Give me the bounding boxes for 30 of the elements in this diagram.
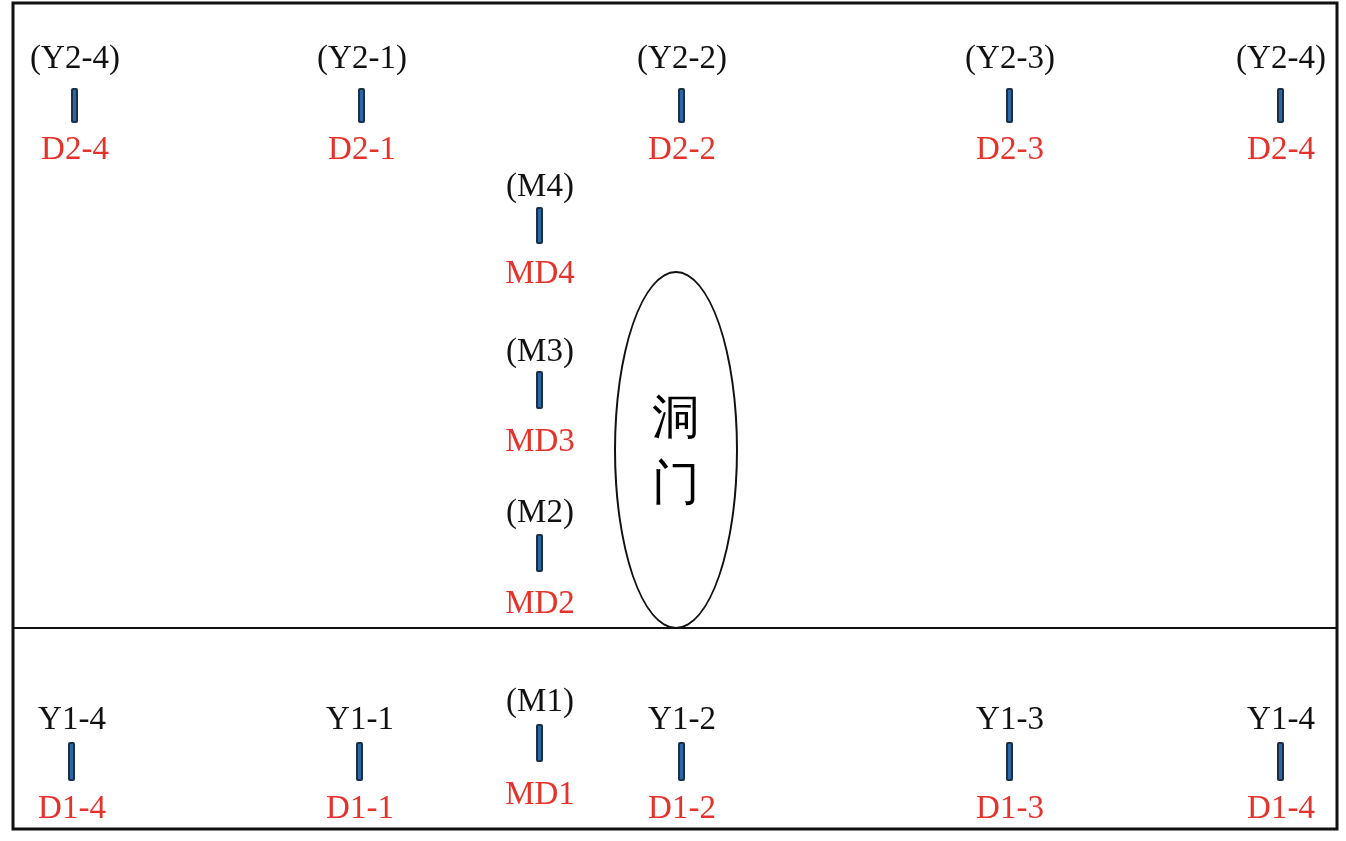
sensor-label: (Y2-3) [965, 39, 1055, 75]
point-label: D1-4 [38, 789, 106, 825]
sensor-label: (Y2-4) [1236, 39, 1326, 75]
point-label: D1-4 [1247, 789, 1315, 825]
portal-ellipse [614, 271, 738, 629]
sensor-label: Y1-2 [648, 700, 716, 736]
point-label: D1-3 [976, 789, 1044, 825]
sensor-label: (Y2-4) [30, 39, 120, 75]
sensor-label: (M2) [506, 493, 574, 529]
sensor-label: (M4) [506, 167, 574, 203]
sensor-label: Y1-4 [1247, 700, 1315, 736]
sensor-label: Y1-3 [976, 700, 1044, 736]
sensor-label: Y1-1 [326, 700, 394, 736]
point-label: D2-3 [976, 130, 1044, 166]
portal-label: 洞门 [651, 389, 701, 511]
sensor-label: (M1) [506, 682, 574, 718]
point-label: MD4 [505, 254, 575, 290]
sensor-label: (Y2-1) [317, 39, 407, 75]
point-label: MD1 [505, 775, 575, 811]
point-label: MD2 [505, 584, 575, 620]
point-label: D2-1 [328, 130, 396, 166]
point-label: D1-2 [648, 789, 716, 825]
point-label: MD3 [505, 422, 575, 458]
point-label: D2-4 [41, 130, 109, 166]
point-label: D1-1 [326, 789, 394, 825]
point-label: D2-2 [648, 130, 716, 166]
point-label: D2-4 [1247, 130, 1315, 166]
sensor-label: (M3) [506, 332, 574, 368]
sensor-label: (Y2-2) [637, 39, 727, 75]
sensor-label: Y1-4 [38, 700, 106, 736]
